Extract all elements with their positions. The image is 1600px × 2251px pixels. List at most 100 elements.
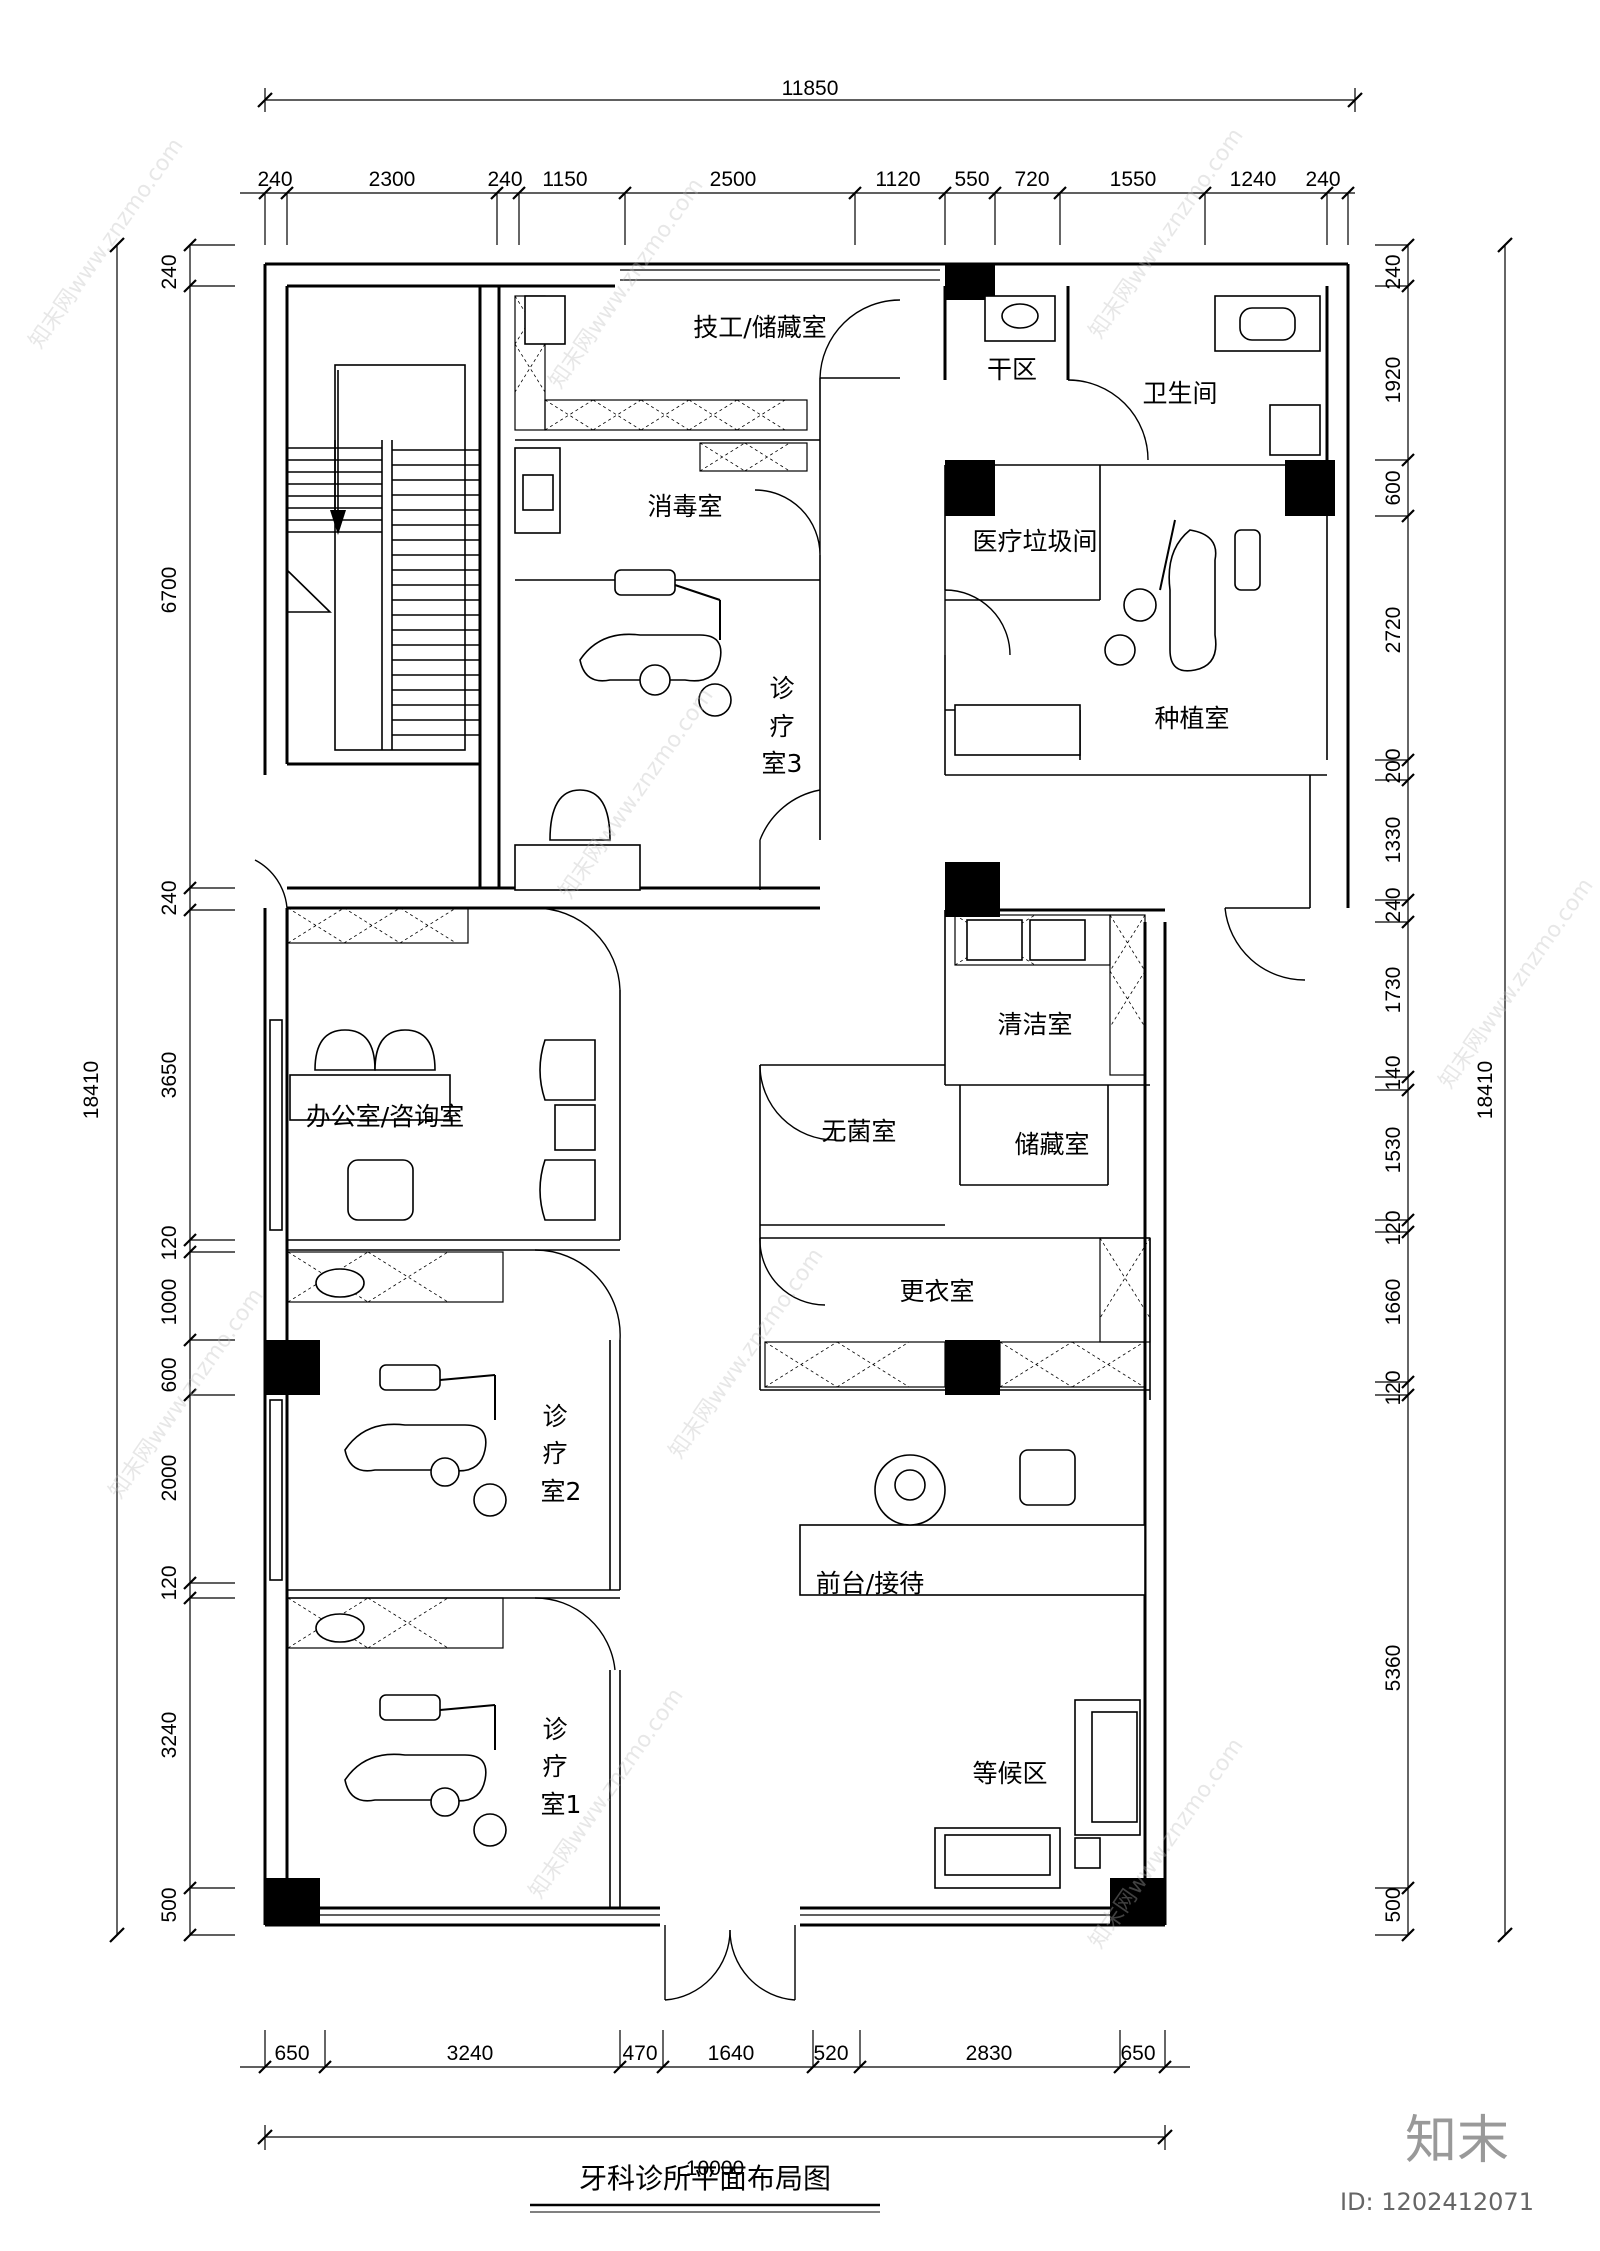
dim-label: 720	[1014, 168, 1049, 191]
room-label-storage: 储藏室	[1014, 1130, 1089, 1159]
reception-desk	[799, 1524, 1146, 1596]
watermark: 知末网www.znzmo.com	[544, 174, 708, 394]
cabinet-hatch	[514, 343, 546, 393]
room-label-medical-waste: 医疗垃圾间	[972, 527, 1097, 556]
door-swing	[1067, 379, 1149, 461]
door-swing	[534, 1597, 616, 1671]
bottom-overall-dim: 10000	[686, 2157, 744, 2180]
sink-icon	[1029, 919, 1086, 961]
dim-label: 600	[1382, 470, 1405, 505]
dim-label: 1920	[1382, 357, 1405, 404]
side-table	[554, 1104, 596, 1151]
dim-label: 500	[158, 1887, 181, 1922]
armchair-icon	[539, 1159, 596, 1221]
sink-icon	[966, 919, 1023, 961]
dim-label: 3240	[158, 1712, 181, 1759]
column	[1285, 460, 1335, 516]
sink-icon	[524, 295, 566, 345]
cabinet-hatch	[836, 1341, 910, 1388]
room-label-tech-storage: 技工/储藏室	[693, 313, 826, 342]
dim-label: 240	[158, 254, 181, 289]
door-swing	[759, 1064, 836, 1141]
dim-label: 3650	[158, 1052, 181, 1099]
armchair-icon	[539, 1039, 596, 1101]
column	[945, 264, 995, 300]
dim-label: 2500	[710, 168, 757, 191]
column	[1110, 1878, 1165, 1925]
door-swing	[759, 789, 821, 890]
dental-chairs	[344, 519, 1261, 1847]
cabinet-hatch	[744, 442, 790, 472]
columns	[265, 264, 1335, 1925]
room-label-sterile: 无菌室	[821, 1117, 896, 1146]
door-swing	[254, 859, 288, 909]
dim-label: 120	[1382, 1370, 1405, 1405]
room-label-treatment2: 室2	[541, 1477, 582, 1506]
drawing-title: 牙科诊所平面布局图	[579, 2162, 831, 2195]
column	[265, 1340, 320, 1395]
side-table	[1074, 1837, 1101, 1869]
room-label-office: 办公室/咨询室	[306, 1102, 464, 1131]
door-swing	[1224, 907, 1306, 981]
room-label-treatment3: 诊	[769, 674, 794, 703]
column	[945, 862, 1000, 917]
door-swing	[759, 1237, 826, 1306]
watermark: 知末网www.znzmo.com	[1434, 874, 1598, 1094]
armchair-icon	[1019, 1449, 1076, 1506]
dim-label: 2300	[369, 168, 416, 191]
chair-icon	[347, 1159, 414, 1221]
dim-label: 1530	[1382, 1127, 1405, 1174]
desk	[514, 844, 641, 891]
room-label-treatment2: 疗	[542, 1439, 567, 1468]
room-label-treatment3: 疗	[769, 712, 794, 741]
dim-label: 120	[158, 1225, 181, 1260]
dim-label: 1330	[1382, 817, 1405, 864]
dim-label: 1550	[1110, 168, 1157, 191]
cabinet-hatch	[736, 399, 786, 431]
room-label-treatment2: 诊	[542, 1402, 567, 1431]
room-label-cleaning: 清洁室	[997, 1010, 1072, 1039]
cabinet-hatch	[287, 907, 345, 944]
dim-label: 520	[813, 2042, 848, 2065]
walls	[263, 262, 1350, 1927]
dim-label: 650	[274, 2042, 309, 2065]
door-swing	[944, 589, 1011, 656]
entrance-door	[729, 1925, 796, 2001]
dim-label: 2830	[966, 2042, 1013, 2065]
dim-label: 1240	[1230, 168, 1277, 191]
room-label-treatment1: 诊	[542, 1715, 567, 1744]
dim-label: 2720	[1382, 607, 1405, 654]
dim-label: 240	[1382, 887, 1405, 922]
dim-label: 120	[1382, 1210, 1405, 1245]
stairs	[286, 364, 480, 751]
desk	[954, 704, 1081, 756]
cabinet-hatch	[1109, 914, 1146, 972]
dim-label: 240	[1305, 168, 1340, 191]
dim-label: 650	[1120, 2042, 1155, 2065]
dim-label: 500	[1382, 1887, 1405, 1922]
door-swing	[754, 489, 821, 556]
desk	[289, 1074, 451, 1121]
cabinet-hatch	[999, 1341, 1073, 1388]
cabinet-hatch	[367, 1251, 449, 1303]
dental-chair-icon	[344, 1364, 507, 1517]
cabinet-hatch	[764, 1341, 838, 1388]
chair-icon	[549, 789, 611, 841]
cabinet-hatch	[640, 399, 690, 431]
watermarks: 知末网www.znzmo.com 知末网www.znzmo.com 知末网www…	[24, 124, 1598, 1954]
room-label-toilet: 卫生间	[1142, 379, 1217, 408]
watermark: 知末网www.znzmo.com	[24, 134, 188, 354]
dim-label: 550	[954, 168, 989, 191]
cabinet-hatch	[699, 442, 746, 472]
watermark: 知末网www.znzmo.com	[664, 1244, 828, 1464]
left-dims: 240 6700 240 3650 120 1000 600 2000 120 …	[158, 254, 181, 1922]
basin-icon	[315, 1613, 365, 1643]
cabinet-hatch	[1071, 1341, 1145, 1388]
dim-label: 1000	[158, 1279, 181, 1326]
room-label-dry-area: 干区	[987, 355, 1037, 384]
fixtures	[269, 269, 1321, 1916]
room-label-treatment3: 室3	[762, 749, 803, 778]
right-overall-dim: 18410	[1474, 1061, 1497, 1119]
top-dims: 240 2300 240 1150 2500 1120 550 720 1550…	[257, 168, 1340, 191]
